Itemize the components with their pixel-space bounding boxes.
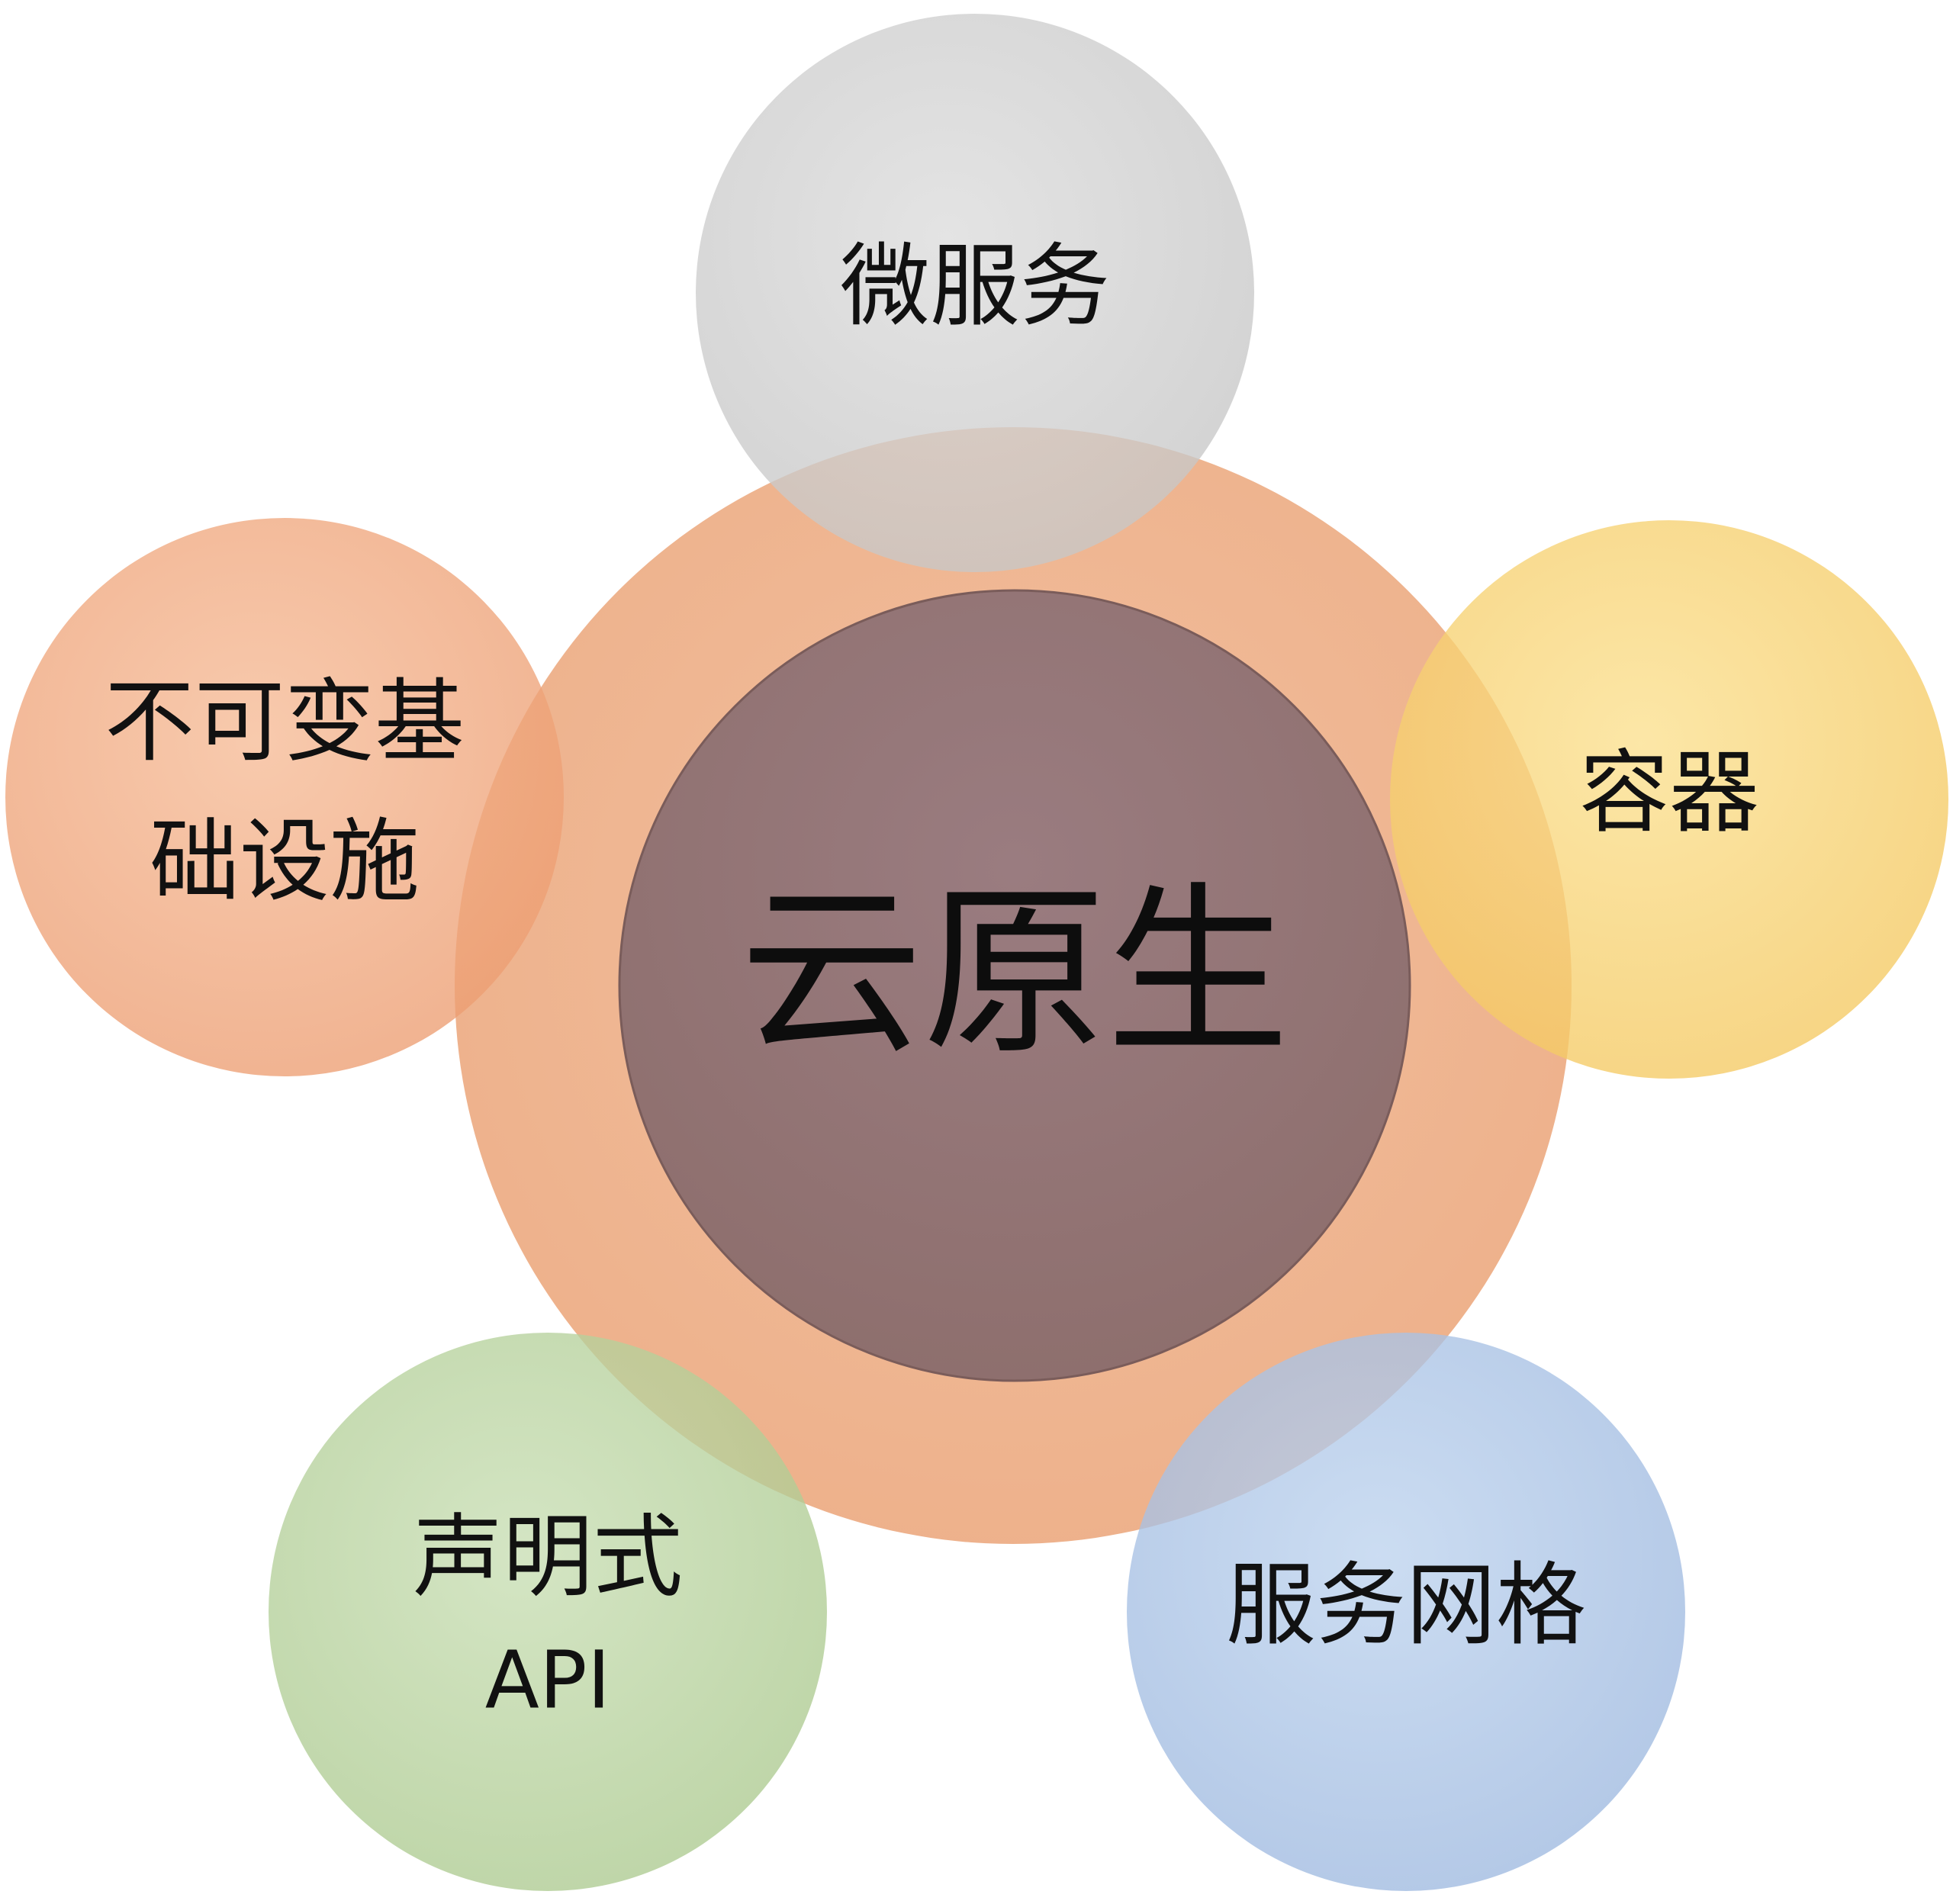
node-circle-containers [1390, 520, 1948, 1079]
node-label-microservices: 微服务 [840, 233, 1110, 339]
node-label-declarative-api-line1: 声明式 [413, 1504, 683, 1610]
node-label-service-mesh: 服务网格 [1226, 1552, 1586, 1658]
node-circle-service-mesh [1127, 1333, 1685, 1891]
center-label: 云原生 [740, 866, 1289, 1079]
node-circle-declarative-api [269, 1333, 827, 1891]
node-label-containers: 容器 [1579, 740, 1759, 845]
center-core-circle [618, 589, 1411, 1382]
node-label-declarative-api-line2: API [485, 1633, 611, 1726]
node-label-immutable-infrastructure-line1: 不可变基 [105, 669, 465, 774]
node-circle-immutable-infrastructure [5, 518, 564, 1076]
node-label-immutable-infrastructure-line2: 础设施 [150, 809, 420, 914]
node-circle-microservices [696, 14, 1254, 572]
